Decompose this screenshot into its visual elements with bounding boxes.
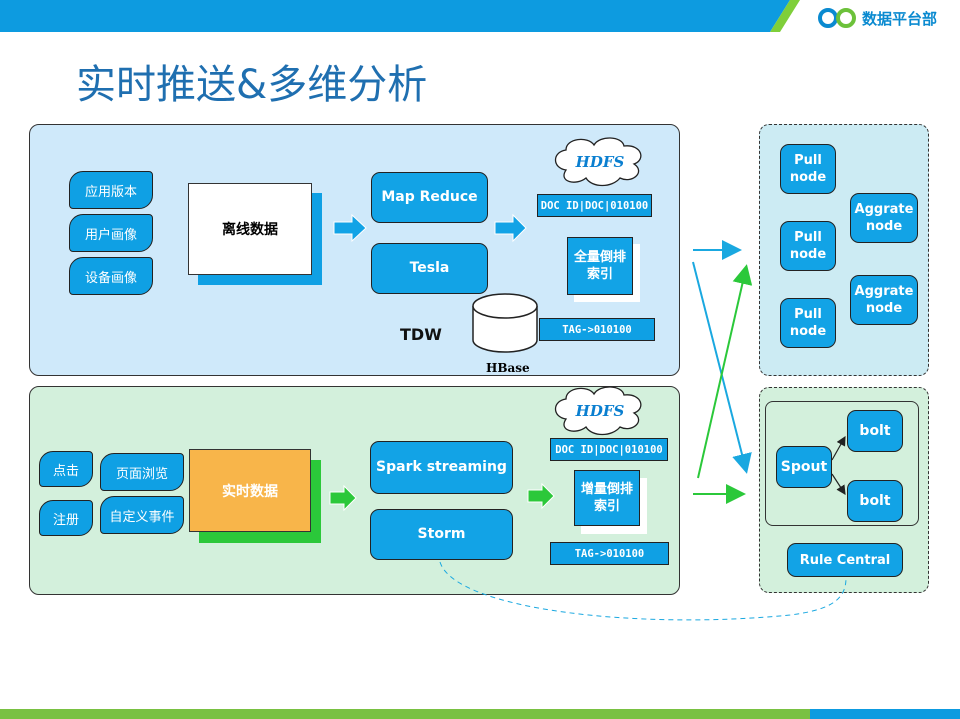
- spark-streaming-box: Spark streaming: [370, 441, 513, 494]
- tdw-label: TDW: [400, 325, 442, 344]
- pull-node-3-label: Pull node: [789, 307, 827, 339]
- offline-data-box: 离线数据: [188, 183, 312, 275]
- tag-page-view: 页面浏览: [100, 453, 184, 491]
- aggrate-node-2-label: Aggrate node: [854, 284, 914, 316]
- tag-device-profile: 设备画像: [69, 257, 153, 295]
- tag-register: 注册: [39, 500, 93, 536]
- pull-node-1-label: Pull node: [789, 153, 827, 185]
- hdfs-label-realtime: HDFS: [575, 402, 625, 420]
- bottom-bar: [0, 709, 960, 719]
- tag-app-version: 应用版本: [69, 171, 153, 209]
- aggrate-node-1: Aggrate node: [850, 193, 918, 243]
- hbase-label: HBase: [486, 361, 530, 375]
- full-index-box: 全量倒排 索引: [567, 237, 633, 295]
- pull-node-1: Pull node: [780, 144, 836, 194]
- aggrate-node-1-label: Aggrate node: [854, 202, 914, 234]
- hdfs-label-offline: HDFS: [575, 153, 625, 171]
- tesla-box: Tesla: [371, 243, 488, 294]
- rule-central-box: Rule Central: [787, 543, 903, 577]
- arrow-offline-to-topology: [692, 261, 752, 474]
- offline-tag-strip: TAG->010100: [539, 318, 655, 341]
- pull-node-2-label: Pull node: [789, 230, 827, 262]
- top-bar: [0, 0, 960, 32]
- hbase-cylinder: [472, 293, 538, 353]
- tag-custom-event: 自定义事件: [100, 496, 184, 534]
- realtime-data-label: 实时数据: [222, 483, 278, 500]
- storm-box: Storm: [370, 509, 513, 560]
- spout-box: Spout: [776, 446, 832, 488]
- offline-data-label: 离线数据: [222, 222, 278, 238]
- full-index-label: 全量倒排 索引: [573, 250, 626, 282]
- tag-user-profile: 用户画像: [69, 214, 153, 252]
- bolt-box-1: bolt: [847, 410, 903, 452]
- realtime-doc-strip: DOC ID|DOC|010100: [550, 438, 668, 461]
- incremental-index-box: 增量倒排 索引: [574, 470, 640, 526]
- logo-text: 数据平台部: [862, 10, 938, 28]
- bolt-box-2: bolt: [847, 480, 903, 522]
- pull-node-2: Pull node: [780, 221, 836, 271]
- aggrate-node-2: Aggrate node: [850, 275, 918, 325]
- map-reduce-box: Map Reduce: [371, 172, 488, 223]
- page-title: 实时推送&多维分析: [76, 62, 428, 108]
- realtime-data-box: 实时数据: [189, 449, 311, 532]
- tag-click: 点击: [39, 451, 93, 487]
- arrow-realtime-to-query: [697, 264, 753, 479]
- logo-icon: [818, 8, 856, 28]
- incremental-index-label: 增量倒排 索引: [580, 482, 633, 514]
- realtime-tag-strip: TAG->010100: [550, 542, 669, 565]
- offline-doc-strip: DOC ID|DOC|010100: [537, 194, 652, 217]
- pull-node-3: Pull node: [780, 298, 836, 348]
